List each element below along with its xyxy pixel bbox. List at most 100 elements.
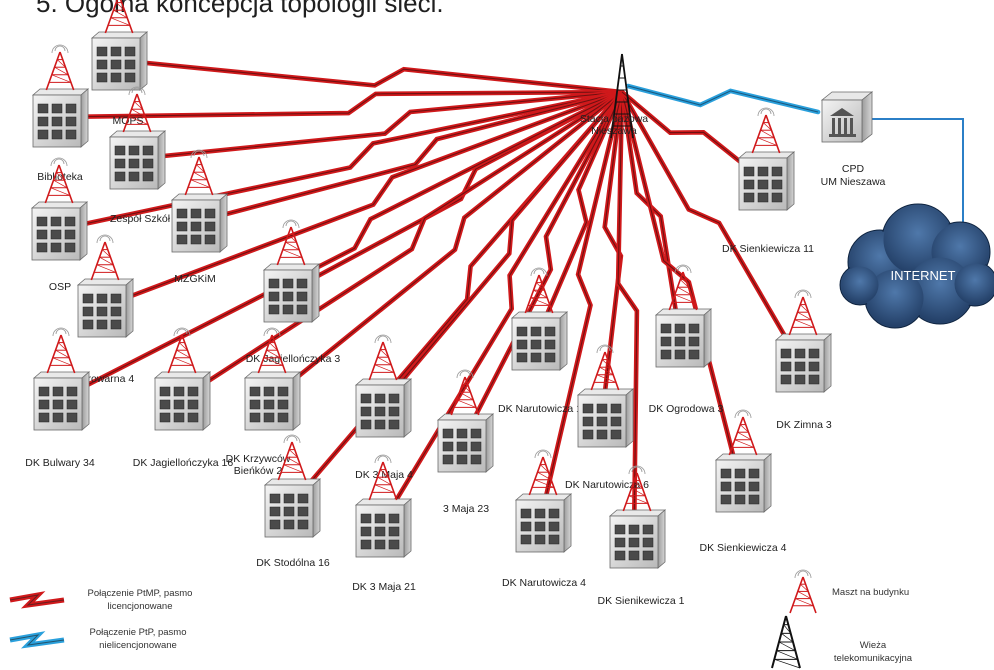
building-icon xyxy=(576,344,635,448)
building-icon xyxy=(354,454,413,558)
building-label: MZGKiM xyxy=(174,273,215,285)
building-mast-icon xyxy=(728,409,758,456)
internet-cloud-icon xyxy=(839,203,994,329)
building-mast-icon xyxy=(184,149,214,196)
ptmp-link xyxy=(377,89,625,410)
legend-label: Maszt na budynku xyxy=(832,587,909,598)
legend-label: nielicencjonowane xyxy=(99,640,177,651)
building-icon xyxy=(608,465,667,569)
building-label: Biblioteka xyxy=(37,171,83,183)
building-icon xyxy=(170,149,229,253)
base-station-label: Stacja bazowa xyxy=(580,113,648,125)
building-mast-icon xyxy=(368,334,398,381)
building-mast-icon xyxy=(45,44,75,91)
building-mast-icon xyxy=(46,327,76,374)
building-mast-icon xyxy=(277,434,307,481)
building-label: DK Zimna 3 xyxy=(776,419,832,431)
building-mast-icon xyxy=(44,157,74,204)
building-icon xyxy=(737,107,796,211)
building-icon xyxy=(436,369,495,473)
building-icon xyxy=(30,157,89,261)
cpd-internet-wire xyxy=(866,118,964,224)
ptmp-link xyxy=(599,89,625,420)
building-mast-icon xyxy=(668,264,698,311)
legend-label: Połączenie PtP, pasmo xyxy=(90,627,187,638)
ptmp-link xyxy=(619,89,743,485)
internet-label: INTERNET xyxy=(891,268,956,283)
building-icon xyxy=(714,409,773,513)
building-label: DK Sienkiewicza 11 xyxy=(722,243,814,255)
building-icon xyxy=(153,327,212,431)
building-mast-icon xyxy=(590,344,620,391)
ptmp-link xyxy=(615,89,640,541)
building-label: DK Jagiellończyka 3 xyxy=(246,353,341,365)
legend-label: Połączenie PtMP, pasmo xyxy=(88,588,193,599)
building-mast-icon xyxy=(622,465,652,512)
building-icon xyxy=(76,234,135,338)
building-label: DK Narutowicza 6 xyxy=(565,479,649,491)
legend-label: telekomunikacyjna xyxy=(834,653,913,664)
ptmp-link xyxy=(99,89,625,310)
building-icon xyxy=(262,219,321,323)
building-label: DK Narutowicza 1 xyxy=(498,403,582,415)
cpd-server-icon xyxy=(820,91,874,143)
page-heading: 5. Ogólna koncepcja topologii sieci. xyxy=(36,0,444,18)
ptmp-link xyxy=(533,89,625,343)
building-mast-icon xyxy=(524,267,554,314)
building-icon xyxy=(774,289,833,393)
ptmp-link xyxy=(113,57,625,95)
building-icon xyxy=(243,327,302,431)
cpd-label: UM Nieszawa xyxy=(821,176,886,188)
building-label: DK Sienikewicza 1 xyxy=(598,595,685,607)
building-label: DK Jagiellończyka 16 xyxy=(133,457,234,469)
building-icon xyxy=(90,0,149,91)
cpd-label: CPD xyxy=(842,163,865,175)
building-icon xyxy=(31,44,90,148)
legend: Połączenie PtMP, pasmo licencjonowanePołą… xyxy=(9,569,913,669)
ptmp-link xyxy=(266,89,625,403)
licensed-link-legend-icon xyxy=(9,591,65,609)
building-mast-icon xyxy=(122,86,152,133)
ptmp-link xyxy=(459,89,625,445)
building-label: DK Bulwary 34 xyxy=(25,457,95,469)
building-icon xyxy=(108,86,167,190)
building-icon xyxy=(32,327,91,431)
tower-legend-icon xyxy=(771,615,801,669)
building-label: DK 3 Maja 4 xyxy=(355,469,413,481)
ptmp-link xyxy=(176,89,625,403)
unlicensed-link-legend-icon xyxy=(9,631,65,649)
building-label: Zespół Szkół xyxy=(110,213,171,225)
base-station-tower-icon xyxy=(610,53,634,139)
legend-label: licencjonowane xyxy=(108,601,173,612)
building-icon xyxy=(354,334,413,438)
building-mast-icon xyxy=(528,449,558,496)
building-icon xyxy=(510,267,569,371)
ptmp-link xyxy=(537,89,625,525)
building-label: DK Ogrodowa 3 xyxy=(649,403,724,415)
mast-legend-icon xyxy=(789,569,817,614)
ptmp-link xyxy=(619,89,803,365)
building-mast-icon xyxy=(788,289,818,336)
building-icon xyxy=(514,449,573,553)
building-mast-icon xyxy=(104,0,134,34)
building-mast-icon xyxy=(751,107,781,154)
building-icon xyxy=(654,264,713,368)
legend-label: Wieża xyxy=(860,640,887,651)
building-mast-icon xyxy=(450,369,480,416)
building-label: DK Stodólna 16 xyxy=(256,557,330,569)
ptp-link xyxy=(625,83,821,115)
building-mast-icon xyxy=(276,219,306,266)
building-label: DK Sienkiewicza 4 xyxy=(700,542,787,554)
ptmp-link xyxy=(619,89,766,183)
building-label: DK Narutowicza 4 xyxy=(502,577,586,589)
ptmp-link xyxy=(193,89,625,225)
base-station-label: Nieszawa xyxy=(591,125,637,137)
ptmp-link xyxy=(131,89,625,162)
building-label: OSP xyxy=(49,281,71,293)
building-mast-icon xyxy=(167,327,197,374)
ptmp-link xyxy=(54,89,625,120)
building-label: 3 Maja 23 xyxy=(443,503,489,515)
building-mast-icon xyxy=(257,327,287,374)
